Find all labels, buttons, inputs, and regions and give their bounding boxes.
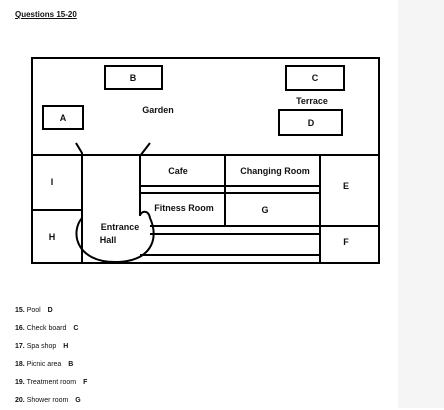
label-c: C [312,73,319,83]
box-b [104,65,163,90]
label-b: B [130,73,137,83]
place-name: Picnic area [26,361,62,368]
question-number: 16. [15,325,25,332]
label-terrace: Terrace [296,96,328,106]
answer-item: 19. Treatment room F [15,374,87,392]
answer-item: 17. Spa shop H [15,338,87,356]
label-entrance: Entrance [101,222,140,232]
place-name: Spa shop [26,343,57,350]
question-number: 17. [15,343,25,350]
box-c [285,65,345,91]
label-i: I [51,177,54,187]
answer-list: 15. Pool D 16. Check board C 17. Spa sho… [15,302,87,410]
page-edge-strip [398,0,444,408]
entrance-right-wall [139,142,151,157]
entrance-left-wall [75,142,83,218]
label-hall: Hall [100,235,117,245]
answer-letter: F [83,379,88,386]
label-f: F [343,237,349,247]
answer-letter: H [63,343,69,350]
box-d [278,109,343,136]
floor-plan-map: B C A D Garden Terrace Cafe Changing Roo… [31,57,380,264]
answer-letter: C [73,325,79,332]
question-number: 20. [15,397,25,404]
answer-item: 16. Check board C [15,320,87,338]
answer-item: 18. Picnic area B [15,356,87,374]
label-d: D [308,118,315,128]
label-h: H [49,232,56,242]
label-e: E [343,181,349,191]
label-changing-room: Changing Room [240,166,310,176]
answer-letter: D [47,307,53,314]
answer-item: 15. Pool D [15,302,87,320]
questions-heading: Questions 15-20 [15,10,77,19]
place-name: Treatment room [26,379,77,386]
answer-item: 20. Shower room G [15,392,87,410]
place-name: Pool [26,307,41,314]
question-number: 18. [15,361,25,368]
building-outline [31,57,380,264]
label-fitness-room: Fitness Room [154,203,214,213]
label-a: A [60,113,67,123]
entrance-hall-outline [75,210,155,264]
answer-letter: G [75,397,81,404]
label-g: G [261,205,268,215]
label-cafe: Cafe [168,166,188,176]
question-number: 15. [15,307,25,314]
answer-letter: B [68,361,74,368]
label-garden: Garden [142,105,174,115]
question-number: 19. [15,379,25,386]
place-name: Check board [26,325,67,332]
place-name: Shower room [26,397,69,404]
box-a [42,105,84,130]
